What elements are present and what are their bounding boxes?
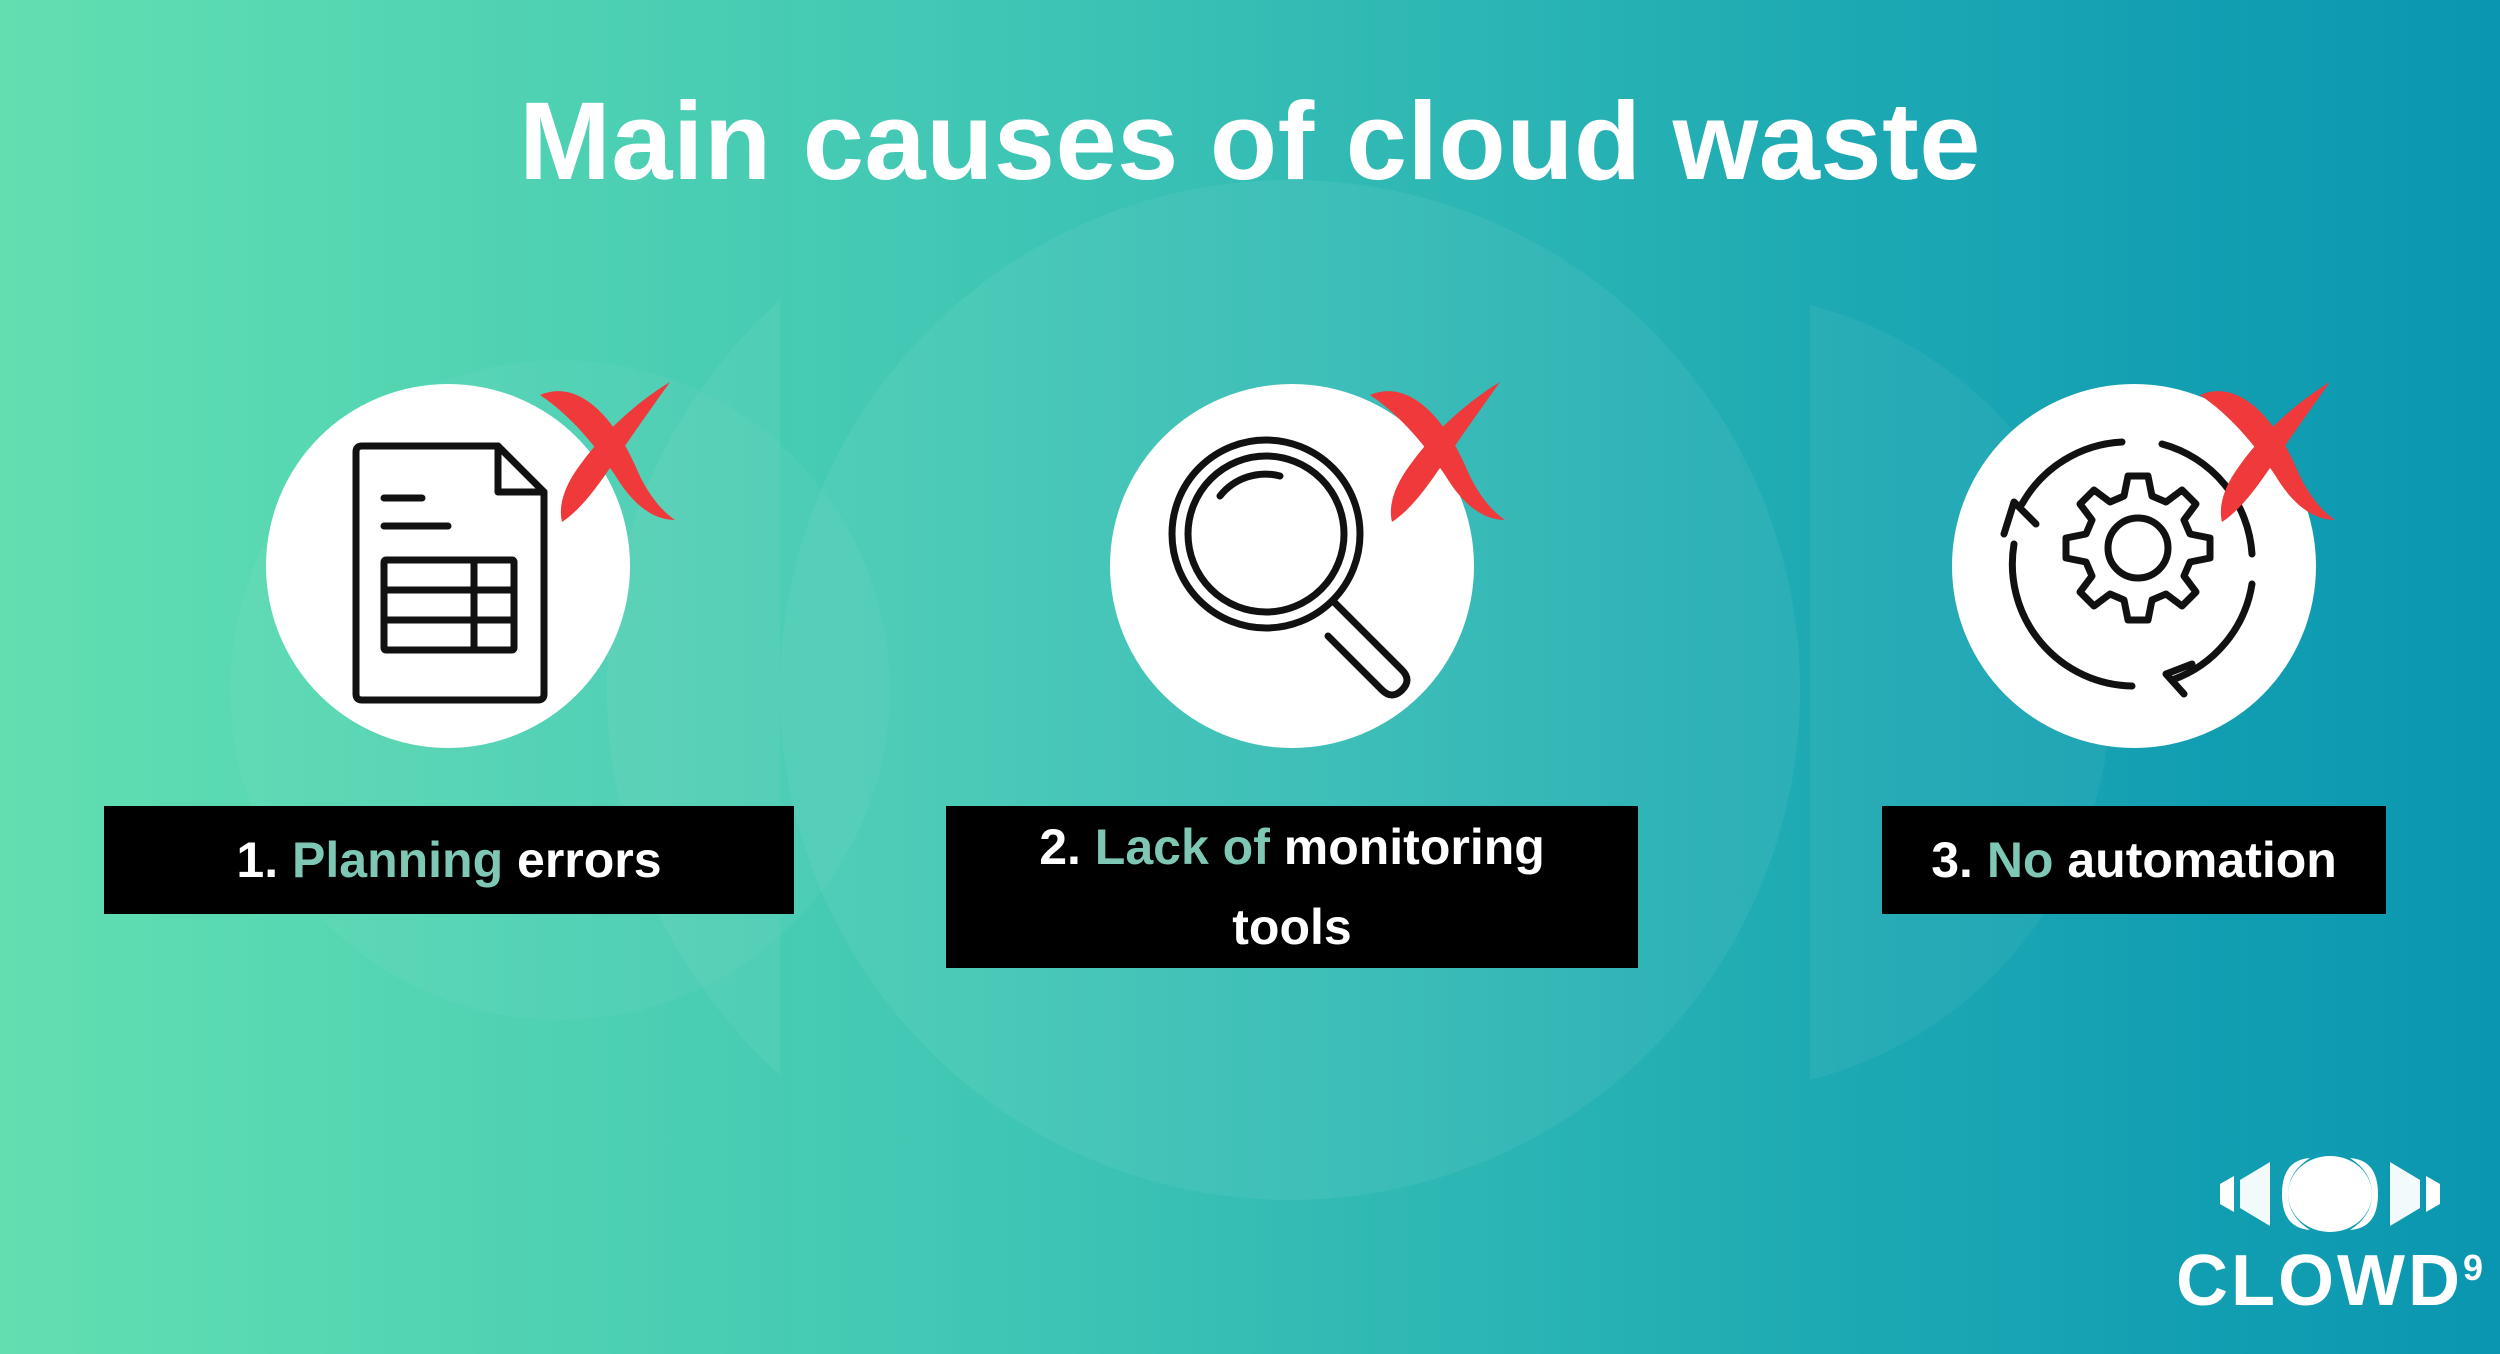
cause-label: 1. Planning errors	[104, 806, 794, 914]
cause-number: 1.	[236, 832, 279, 888]
cause-label: 3. No automation	[1882, 806, 2386, 914]
cause-text: automation	[2053, 832, 2337, 888]
cause-text: monitoring tools	[1232, 819, 1545, 955]
logo-superscript: 9	[2462, 1247, 2486, 1288]
cause-text: errors	[503, 832, 662, 888]
cause-number: 3.	[1931, 832, 1973, 888]
cause-label: 2. Lack of monitoring tools	[946, 806, 1638, 968]
clowd9-logo-icon	[2220, 1156, 2440, 1232]
cause-highlight: No	[1986, 832, 2054, 888]
cause-highlight: Planning	[292, 832, 504, 888]
gear-cycle-icon	[2000, 438, 2256, 698]
logo-wordmark: CLOWD9	[2176, 1241, 2486, 1321]
cause-highlight: Lack of	[1094, 819, 1270, 875]
document-icon	[352, 442, 548, 704]
cause-number: 2.	[1039, 819, 1081, 875]
page-title: Main causes of cloud waste	[519, 80, 1981, 203]
icon-circle	[266, 384, 630, 748]
red-x-icon	[1370, 382, 1505, 522]
red-x-icon	[2200, 382, 2335, 522]
icon-circle	[1110, 384, 1474, 748]
magnifying-glass-icon	[1168, 436, 1411, 699]
red-x-icon	[540, 382, 675, 522]
